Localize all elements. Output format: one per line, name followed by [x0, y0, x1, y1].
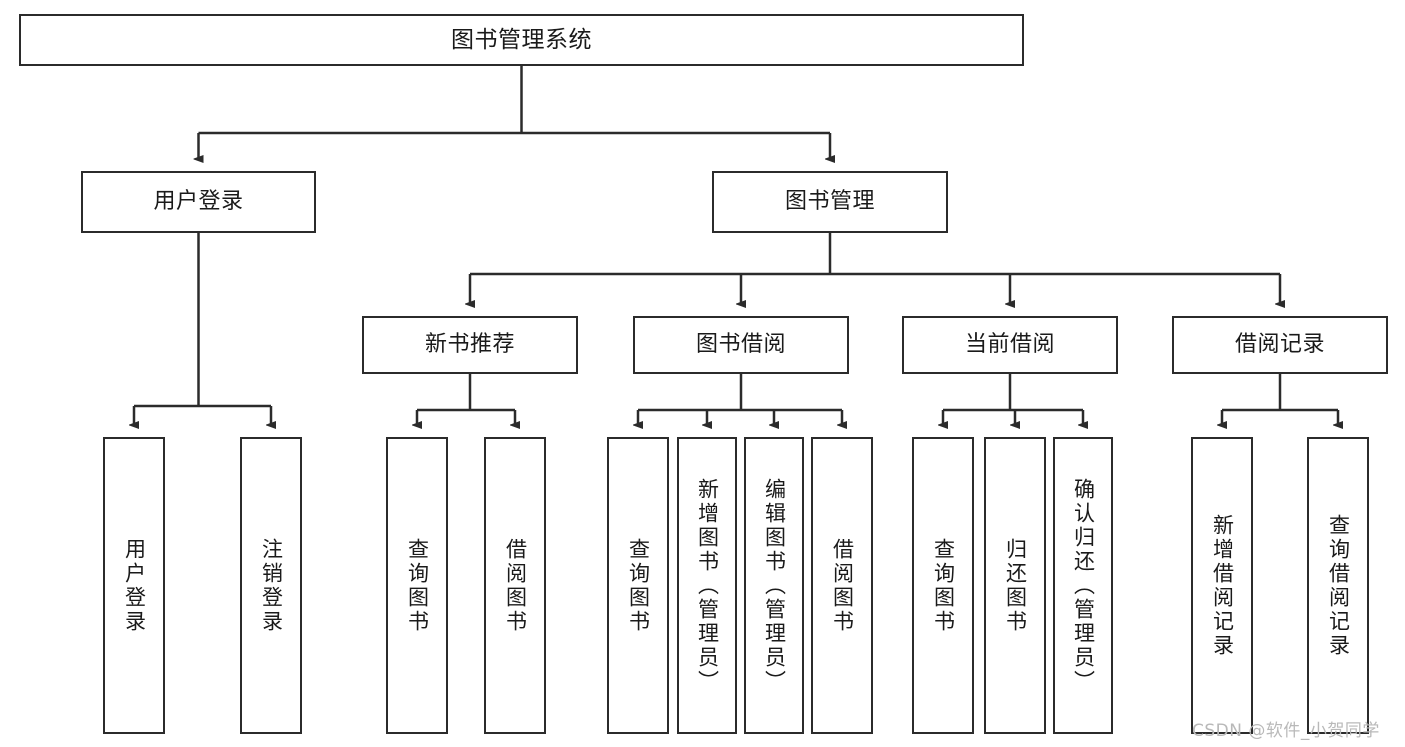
node-label: 注销登录 [259, 537, 284, 634]
node-label: 当前借阅 [964, 332, 1055, 358]
node-l3_0[interactable]: 新书推荐 [362, 316, 578, 374]
node-leaf_12[interactable]: 查询借阅记录 [1307, 437, 1369, 734]
node-leaf_10[interactable]: 确认归还（管理员） [1053, 437, 1113, 734]
node-leaf_8[interactable]: 查询图书 [912, 437, 974, 734]
node-root[interactable]: 图书管理系统 [19, 14, 1024, 66]
node-leaf_7[interactable]: 借阅图书 [811, 437, 873, 734]
node-label: 查询图书 [931, 537, 956, 634]
node-label: 归还图书 [1003, 537, 1028, 634]
node-leaf_6[interactable]: 编辑图书（管理员） [744, 437, 804, 734]
node-label: 借阅图书 [503, 537, 528, 634]
node-label: 新增图书（管理员） [695, 477, 720, 694]
node-label: 用户登录 [122, 537, 147, 634]
node-l3_2[interactable]: 当前借阅 [902, 316, 1118, 374]
node-label: 图书借阅 [695, 332, 786, 358]
node-label: 用户登录 [153, 189, 244, 215]
node-leaf_3[interactable]: 借阅图书 [484, 437, 546, 734]
node-leaf_4[interactable]: 查询图书 [607, 437, 669, 734]
node-label: 查询图书 [626, 537, 651, 634]
node-label: 图书管理 [784, 189, 875, 215]
node-label: 借阅图书 [830, 537, 855, 634]
node-l3_1[interactable]: 图书借阅 [633, 316, 849, 374]
node-label: 查询借阅记录 [1326, 513, 1351, 658]
node-leaf_1[interactable]: 注销登录 [240, 437, 302, 734]
node-l3_3[interactable]: 借阅记录 [1172, 316, 1388, 374]
node-label: 编辑图书（管理员） [762, 477, 787, 694]
node-l2_0[interactable]: 用户登录 [81, 171, 316, 233]
node-leaf_0[interactable]: 用户登录 [103, 437, 165, 734]
node-leaf_2[interactable]: 查询图书 [386, 437, 448, 734]
node-leaf_5[interactable]: 新增图书（管理员） [677, 437, 737, 734]
watermark: CSDN @软件_小贺同学 [1192, 721, 1380, 741]
node-label: 新增借阅记录 [1210, 513, 1235, 658]
node-label: 查询图书 [405, 537, 430, 634]
node-label: 借阅记录 [1234, 332, 1325, 358]
node-leaf_9[interactable]: 归还图书 [984, 437, 1046, 734]
node-leaf_11[interactable]: 新增借阅记录 [1191, 437, 1253, 734]
node-label: 确认归还（管理员） [1071, 477, 1096, 694]
node-label: 图书管理系统 [451, 26, 592, 53]
node-label: 新书推荐 [424, 332, 515, 358]
node-l2_1[interactable]: 图书管理 [712, 171, 948, 233]
